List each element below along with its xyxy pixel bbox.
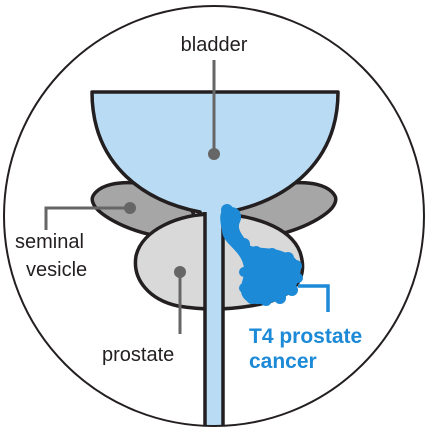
cancer-callout-bracket <box>298 286 328 312</box>
urethra <box>205 212 223 431</box>
prostate-callout-dot <box>174 266 186 278</box>
bladder-label: bladder <box>181 34 248 56</box>
seminal-vesicle-label-line2: vesicle <box>26 259 87 281</box>
seminal-vesicle-callout-dot <box>124 202 136 214</box>
cancer-label-line1: T4 prostate <box>249 325 362 348</box>
seminal-vesicle-label-line1: seminal <box>15 231 84 253</box>
bladder-callout-dot <box>208 148 220 160</box>
prostate-label: prostate <box>102 344 174 366</box>
cancer-label-line2: cancer <box>249 350 317 373</box>
